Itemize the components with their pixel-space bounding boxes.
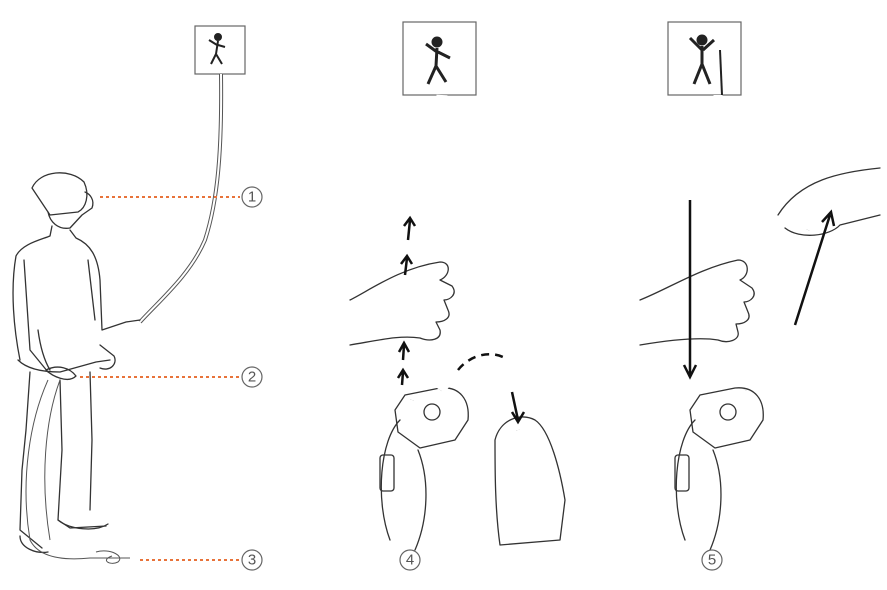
callout-1: 1 bbox=[241, 186, 263, 208]
panel-3: 5 bbox=[639, 21, 881, 571]
svg-text:5: 5 bbox=[708, 552, 716, 569]
callout-3: 3 bbox=[241, 549, 263, 571]
svg-text:4: 4 bbox=[406, 552, 414, 569]
climber-box bbox=[667, 21, 742, 96]
callout-2: 2 bbox=[241, 366, 263, 388]
svg-text:1: 1 bbox=[248, 189, 256, 206]
helmet bbox=[31, 172, 88, 216]
left-hand bbox=[639, 259, 755, 346]
up-arrows bbox=[396, 215, 526, 425]
carabiner bbox=[675, 419, 722, 551]
callout-5: 5 bbox=[701, 549, 723, 571]
carabiner bbox=[380, 419, 427, 551]
callout-4: 4 bbox=[399, 549, 421, 571]
belay-device bbox=[394, 387, 469, 449]
climber-box bbox=[194, 25, 246, 75]
climber-box bbox=[402, 21, 477, 96]
left-hand bbox=[349, 261, 455, 346]
direction-arrows bbox=[682, 200, 836, 380]
climber-icon bbox=[425, 36, 451, 85]
belayer-figure bbox=[12, 172, 141, 564]
belay-device bbox=[689, 387, 764, 449]
climber-icon bbox=[688, 34, 723, 96]
climber-icon bbox=[208, 33, 226, 65]
panel-1: 1 2 3 bbox=[12, 25, 263, 571]
svg-text:3: 3 bbox=[248, 552, 256, 569]
svg-text:2: 2 bbox=[248, 369, 256, 386]
panel-2: 4 bbox=[349, 21, 566, 571]
right-hand bbox=[494, 416, 566, 546]
right-hand bbox=[777, 167, 881, 236]
